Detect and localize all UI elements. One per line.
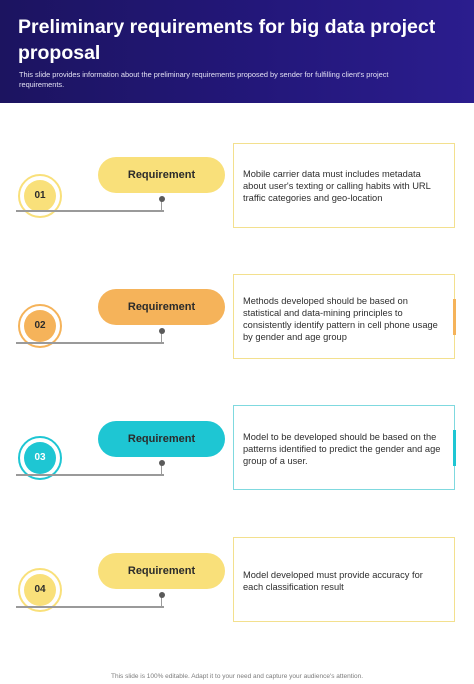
requirement-text-box: Methods developed should be based on sta… [233,274,456,359]
requirement-label-pill: Requirement [98,157,225,193]
connector-line [16,606,164,608]
requirement-label-pill: Requirement [98,289,225,325]
requirement-row-4: 04 Requirement Model developed must prov… [0,536,474,631]
connector-stem [161,594,162,606]
step-number: 04 [24,574,56,606]
requirement-text-box: Mobile carrier data must includes metada… [233,143,455,228]
step-number: 03 [24,442,56,474]
connector-line [16,342,164,344]
title-banner: Preliminary requirements for big data pr… [0,0,474,103]
connector-stem [161,330,162,342]
connector-stem [161,462,162,474]
requirement-label-pill: Requirement [98,421,225,457]
connector-line [16,474,164,476]
requirement-row-1: 01 Requirement Mobile carrier data must … [0,140,474,235]
step-number-badge: 04 [18,568,62,612]
page-subtitle: This slide provides information about th… [19,70,389,89]
step-number: 02 [24,310,56,342]
requirement-text: Model developed must provide accuracy fo… [243,570,423,592]
requirement-label-pill: Requirement [98,553,225,589]
connector-line [16,210,164,212]
box-accent [453,430,456,466]
requirement-row-2: 02 Requirement Methods developed should … [0,272,474,367]
requirement-text: Methods developed should be based on sta… [243,296,438,342]
requirement-text: Model to be developed should be based on… [243,432,441,466]
step-number: 01 [24,180,56,212]
connector-dot [159,328,165,334]
box-accent [453,299,456,335]
connector-stem [161,198,162,210]
step-number-badge: 03 [18,436,62,480]
requirement-row-3: 03 Requirement Model to be developed sho… [0,404,474,499]
requirement-text: Mobile carrier data must includes metada… [243,169,431,203]
requirement-text-box: Model to be developed should be based on… [233,405,456,490]
connector-dot [159,592,165,598]
step-number-badge: 02 [18,304,62,348]
connector-dot [159,196,165,202]
connector-dot [159,460,165,466]
page-title: Preliminary requirements for big data pr… [18,16,436,64]
footer-note: This slide is 100% editable. Adapt it to… [110,673,363,680]
requirement-text-box: Model developed must provide accuracy fo… [233,537,455,622]
